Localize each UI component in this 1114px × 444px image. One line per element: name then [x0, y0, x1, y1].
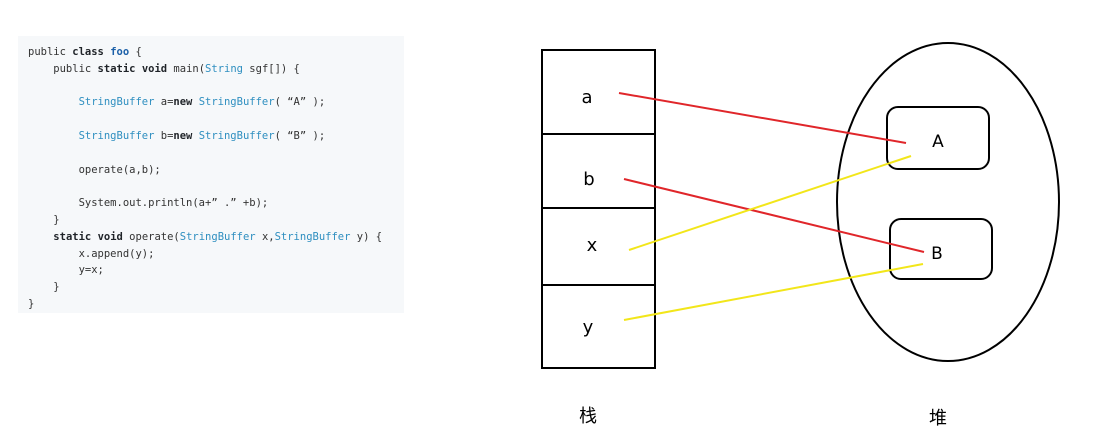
code-token: new — [173, 96, 193, 109]
reference-a-to-A — [618, 92, 907, 144]
code-line: System.out.println(a+” .” +b); — [28, 195, 404, 212]
code-token: sgf[]) { — [242, 62, 300, 75]
code-token: StringBuffer — [198, 96, 275, 109]
code-token: a= — [154, 96, 174, 109]
code-token: StringBuffer — [78, 129, 155, 142]
code-token: ( “B” ); — [274, 129, 326, 142]
stack-cell-b-label: b — [583, 169, 594, 190]
code-line: operate(a,b); — [28, 162, 404, 179]
code-token: { — [129, 46, 142, 58]
code-token: ( “A” ); — [274, 96, 326, 109]
stack-caption: 栈 — [579, 406, 597, 427]
code-token: StringBuffer — [78, 96, 155, 109]
reference-x-to-A — [628, 155, 912, 251]
code-token: y) { — [350, 230, 383, 243]
code-token: public — [28, 62, 98, 75]
code-token: y=x; — [28, 264, 104, 277]
code-line: } — [28, 212, 404, 229]
code-token: StringBuffer — [274, 230, 351, 243]
code-token: x.append(y); — [28, 247, 155, 260]
code-token: operate(a,b); — [28, 163, 161, 176]
code-line: } — [28, 296, 404, 313]
code-line: public class foo { — [28, 44, 404, 61]
code-token: new — [173, 129, 193, 142]
stack: a b x y — [541, 49, 656, 369]
code-token: System.out.println(a+” .” +b); — [28, 197, 269, 210]
code-token: void — [97, 230, 123, 243]
code-line: StringBuffer a=new StringBuffer( “A” ); — [28, 94, 404, 111]
code-panel: public class foo { public static void ma… — [18, 36, 404, 313]
heap-ellipse — [836, 42, 1060, 362]
heap-object-B-label: B — [931, 244, 943, 264]
references — [618, 92, 925, 321]
code-token: } — [28, 297, 35, 310]
code-token: b= — [154, 129, 174, 142]
code-token: static — [97, 62, 136, 75]
code-token: operate( — [122, 230, 180, 243]
code-line: static void operate(StringBuffer x,Strin… — [28, 229, 404, 246]
code-line: x.append(y); — [28, 246, 404, 263]
code-line: StringBuffer b=new StringBuffer( “B” ); — [28, 128, 404, 145]
stack-cell-y-label: y — [583, 317, 594, 338]
code-line: } — [28, 279, 404, 296]
code-line: y=x; — [28, 262, 404, 279]
code-line: public static void main(String sgf[]) { — [28, 61, 404, 78]
code-token: } — [28, 281, 60, 294]
code-token: class — [72, 46, 104, 58]
code-token: public — [28, 46, 73, 58]
code-token: void — [141, 62, 168, 75]
reference-y-to-B — [623, 263, 924, 321]
stack-cell-a-label: a — [581, 87, 592, 108]
heap-object-A — [886, 106, 990, 170]
code-token: } — [28, 213, 60, 226]
code-token: main( — [167, 62, 206, 75]
heap-caption: 堆 — [929, 408, 947, 429]
heap-object-B — [889, 218, 993, 280]
heap: A B — [836, 42, 1060, 362]
code-token: String — [205, 62, 243, 75]
code-token: foo — [110, 46, 130, 58]
code-token: StringBuffer — [198, 129, 275, 142]
code-token: StringBuffer — [179, 230, 256, 243]
reference-b-to-B — [623, 178, 925, 253]
heap-object-A-label: A — [932, 132, 944, 152]
stack-cell-x-label: x — [587, 235, 598, 256]
code-token: static — [53, 230, 92, 243]
code-token: x, — [255, 230, 275, 243]
